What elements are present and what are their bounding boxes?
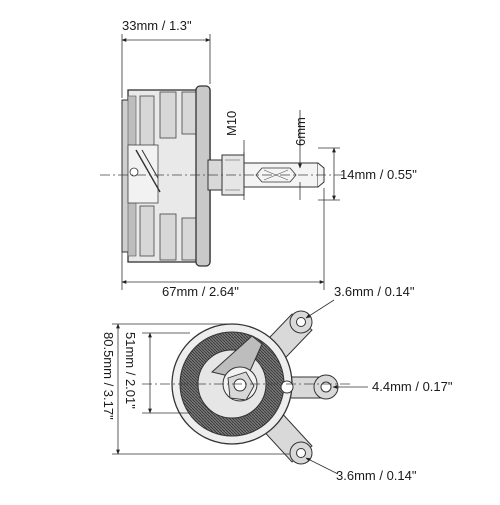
body-height-label: 51mm / 2.01" bbox=[123, 332, 138, 409]
dim-total-length: 67mm / 2.64" bbox=[121, 188, 325, 299]
body-width-label: 33mm / 1.3" bbox=[122, 18, 192, 33]
resistor-body-side bbox=[121, 85, 211, 267]
mid-hole-label: 4.4mm / 0.17" bbox=[372, 379, 453, 394]
top-hole-label: 3.6mm / 0.14" bbox=[334, 284, 415, 299]
top-terminal-hole bbox=[296, 317, 306, 327]
bottom-terminal-hole bbox=[296, 448, 306, 458]
shaft-label: 14mm / 0.55" bbox=[340, 167, 417, 182]
hole-leaders: 3.6mm / 0.14" 4.4mm / 0.17" 3.6mm / 0.14… bbox=[305, 284, 453, 483]
thread-label: M10 bbox=[224, 111, 239, 136]
bottom-hole-label: 3.6mm / 0.14" bbox=[336, 468, 417, 483]
mid-terminal-hole bbox=[320, 381, 332, 393]
side-profile-view: 33mm / 1.3" M10 6mm 14mm / 0.55" 67mm / … bbox=[100, 18, 417, 299]
total-height-label: 80.5mm / 3.17" bbox=[101, 332, 116, 420]
dim-thread: M10 bbox=[224, 111, 245, 200]
shaft-end bbox=[233, 378, 247, 392]
dim-body-height: 51mm / 2.01" bbox=[123, 332, 190, 414]
dim-total-height: 80.5mm / 3.17" bbox=[101, 323, 290, 455]
total-length-label: 67mm / 2.64" bbox=[162, 284, 239, 299]
dim-shaft-length: 14mm / 0.55" bbox=[318, 147, 417, 201]
flat-label: 6mm bbox=[293, 117, 308, 146]
dim-body-width: 33mm / 1.3" bbox=[121, 18, 211, 98]
front-view: 80.5mm / 3.17" 51mm / 2.01" 3.6mm / 0.14… bbox=[101, 284, 453, 483]
dim-flat: 6mm bbox=[293, 110, 308, 200]
